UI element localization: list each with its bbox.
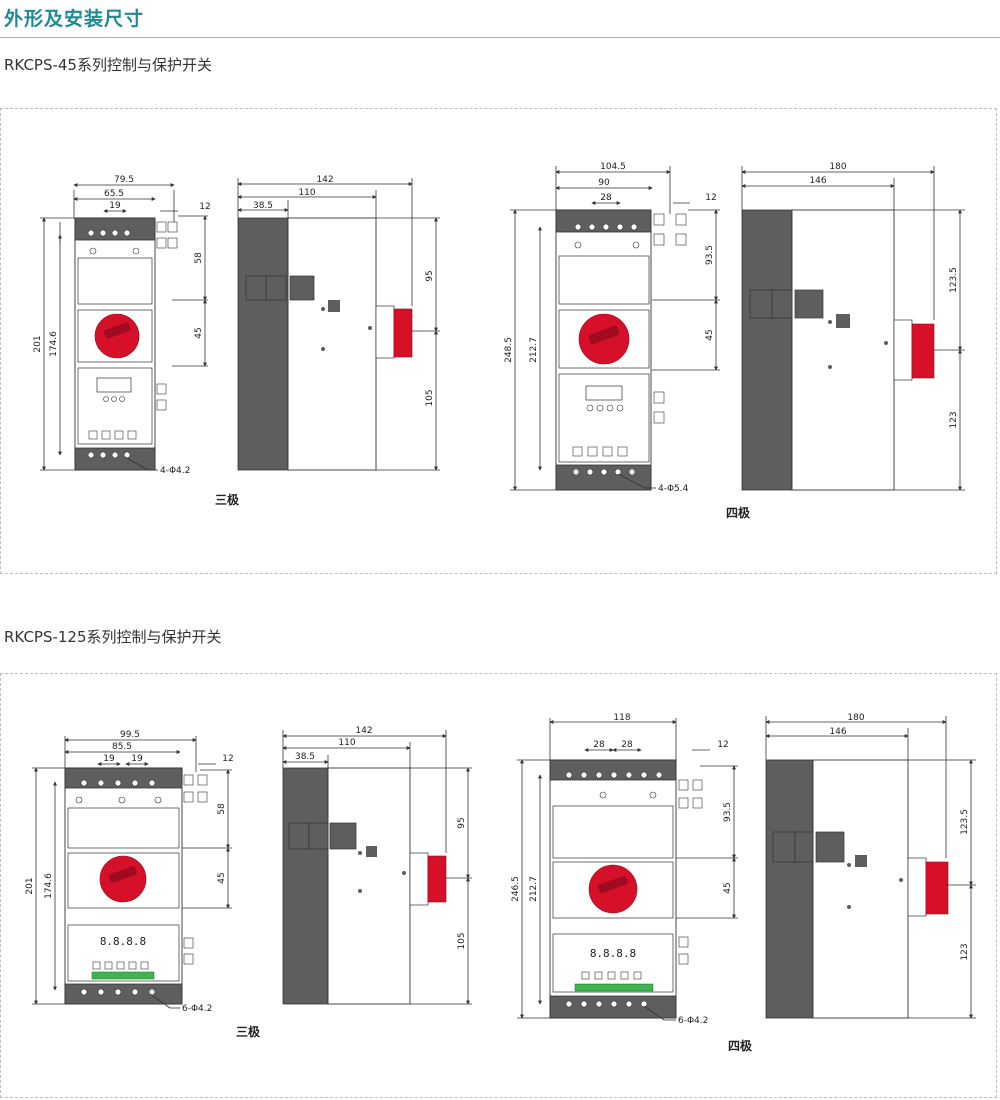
dim-height-total: 201 (33, 335, 43, 352)
dim-width-total-4p: 104.5 (600, 162, 626, 172)
dim-depth-total-125-4p: 180 (847, 713, 864, 723)
dim-lower-height: 105 (425, 389, 435, 406)
dim-width-mid-4p: 90 (598, 178, 610, 188)
dim-height-inner: 174.6 (49, 331, 59, 357)
rotary-knob-icon (94, 313, 140, 359)
dim-height-total-125: 201 (25, 877, 35, 894)
dim-top-height-125: 58 (217, 803, 227, 815)
dim-height-total-125-4p: 246.5 (511, 876, 521, 902)
dim-width-total: 79.5 (114, 175, 134, 185)
dim-side: 12 (199, 202, 210, 212)
caption-four-pole-125: 四极 (728, 1038, 753, 1053)
front-view-125-3p: 8.8.8.8 99.5 85.5 19 (25, 730, 234, 1014)
dim-upper-height-125-4p: 123.5 (960, 809, 970, 835)
caption-four-pole: 四极 (726, 505, 751, 520)
dim-depth-mid-125-4p: 146 (829, 727, 846, 737)
dim-width-mid-125: 85.5 (112, 742, 132, 752)
side-view-125-3p: 142 110 38.5 95 105 三极 (236, 726, 472, 1039)
front-view-45-3p: 79.5 65.5 19 12 201 174.6 58 45 4-Φ4.2 (33, 175, 211, 476)
dim-depth-total: 142 (316, 175, 333, 185)
panel-45 (0, 108, 997, 574)
dim-knob-height: 45 (194, 327, 204, 338)
dim-top-height-125-4p: 93.5 (723, 802, 733, 822)
dim-lower-height-125-4p: 123 (960, 943, 970, 960)
front-view-45-4p: 104.5 90 28 12 248.5 212.7 93.5 45 4-Φ5.… (504, 162, 720, 494)
page-heading: 外形及安装尺寸 (4, 8, 145, 30)
side-view-45-3p: 142 110 38.5 95 105 三极 (215, 175, 440, 507)
dim-depth-mid: 110 (298, 188, 315, 198)
display-digits: 8.8.8.8 (100, 935, 146, 948)
dim-knob-height-125: 45 (217, 872, 227, 883)
front-view-125-4p: 8.8.8.8 118 28 28 12 (511, 713, 738, 1026)
panel-125 (0, 673, 997, 1098)
dim-depth-total-4p: 180 (829, 162, 846, 172)
dim-depth-mid-125: 110 (338, 738, 355, 748)
dim-holes: 4-Φ4.2 (160, 466, 190, 476)
side-view-125-4p: 180 146 123.5 123 四极 (728, 713, 976, 1053)
dim-pitch-a-125-4p: 28 (593, 740, 605, 750)
dim-holes-125: 6-Φ4.2 (182, 1004, 212, 1014)
dim-upper-height: 95 (425, 270, 435, 281)
dim-depth-rail-125: 38.5 (295, 752, 315, 762)
dim-pitch-4p: 28 (600, 193, 612, 203)
dim-holes-4p: 4-Φ5.4 (658, 484, 689, 494)
display-digits-4p: 8.8.8.8 (590, 947, 636, 960)
dim-depth-mid-4p: 146 (809, 176, 826, 186)
dim-width-mid: 65.5 (104, 189, 124, 199)
side-knob-icon (393, 308, 413, 358)
dim-side-125-4p: 12 (717, 740, 728, 750)
dim-depth-total-125: 142 (355, 726, 372, 736)
dim-pitch-b-125: 19 (131, 754, 143, 764)
dim-top-height-4p: 93.5 (705, 245, 715, 265)
dim-lower-height-4p: 123 (949, 411, 959, 428)
dim-height-total-4p: 248.5 (504, 337, 514, 363)
dim-top-height: 58 (194, 252, 204, 264)
dim-height-inner-125-4p: 212.7 (529, 876, 539, 902)
dim-depth-rail: 38.5 (253, 201, 273, 211)
lcd-display-icon (96, 377, 132, 393)
caption-three-pole: 三极 (215, 492, 240, 507)
dim-side-125: 12 (222, 754, 233, 764)
dim-width-total-125: 99.5 (120, 730, 140, 740)
dim-height-inner-4p: 212.7 (529, 337, 539, 363)
heading-rule (0, 37, 1000, 38)
dim-lower-height-125: 105 (457, 932, 467, 949)
dim-height-inner-125: 174.6 (44, 873, 54, 899)
section-title-45: RKCPS-45系列控制与保护开关 (4, 56, 212, 74)
section-title-125: RKCPS-125系列控制与保护开关 (4, 628, 222, 646)
side-view-45-4p: 180 146 123.5 123 四极 (726, 162, 965, 520)
dim-upper-height-4p: 123.5 (949, 267, 959, 293)
dim-holes-125-4p: 6-Φ4.2 (678, 1016, 708, 1026)
dim-knob-height-4p: 45 (705, 329, 715, 340)
caption-three-pole-125: 三极 (236, 1024, 261, 1039)
dim-upper-height-125: 95 (457, 817, 467, 828)
dim-pitch-a-125: 19 (103, 754, 115, 764)
dim-side-4p: 12 (705, 193, 716, 203)
dim-width-total-125-4p: 118 (613, 713, 630, 723)
dim-knob-height-125-4p: 45 (723, 882, 733, 893)
dim-pitch: 19 (109, 201, 121, 211)
dim-pitch-b-125-4p: 28 (621, 740, 633, 750)
